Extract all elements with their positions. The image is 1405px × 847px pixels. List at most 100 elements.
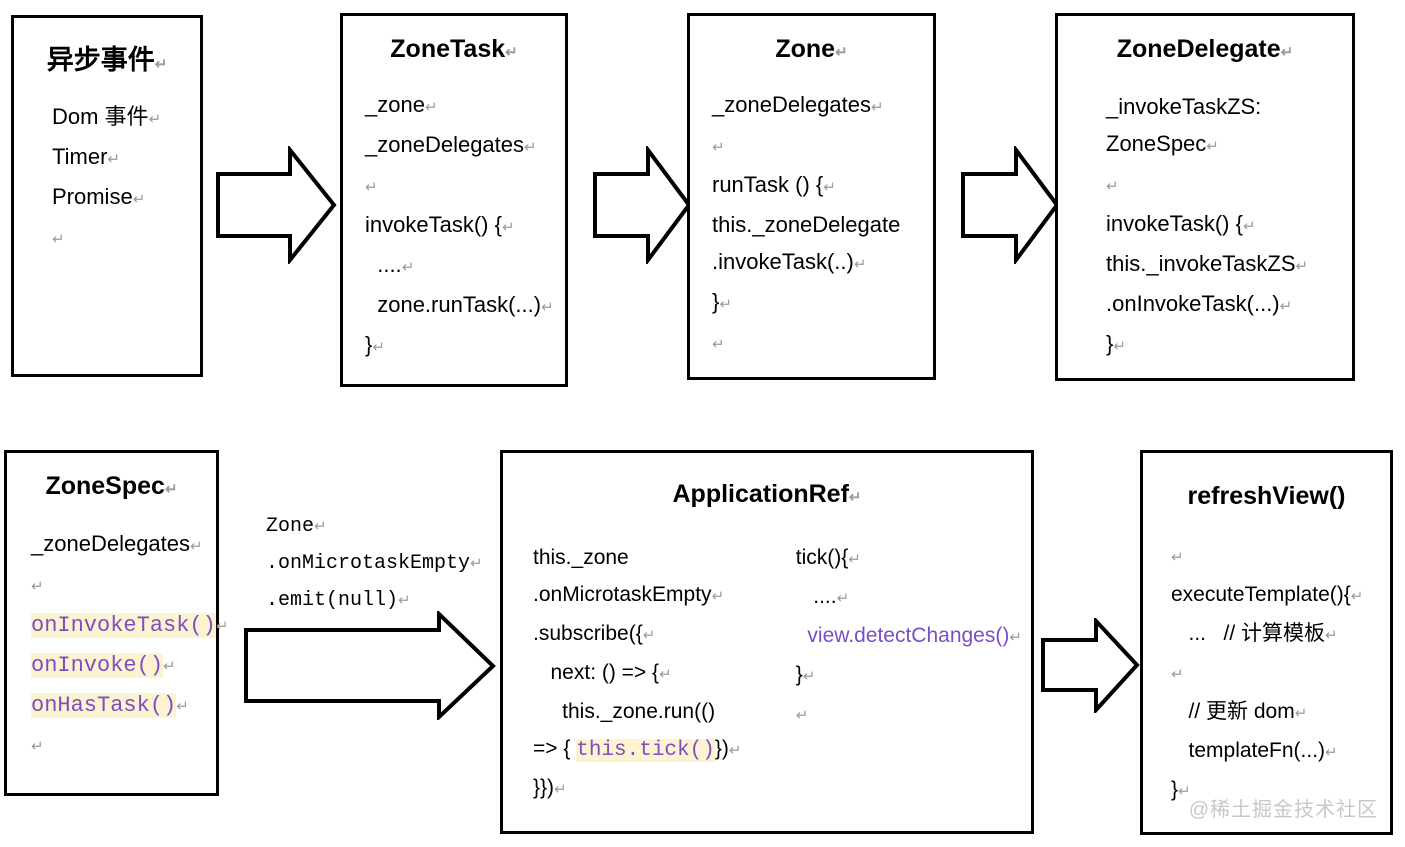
node-line: ... // 计算模板↵	[1171, 622, 1338, 645]
pilcrow-icon: ↵	[1294, 705, 1308, 722]
node-line: ....↵	[365, 252, 415, 277]
node-zone-spec[interactable]: ZoneSpec↵ _zoneDelegates↵ ↵ onInvokeTask…	[4, 450, 229, 796]
connector-label-line: Zone↵	[266, 515, 327, 538]
node-title-zone-delegate: ZoneDelegate↵	[1116, 35, 1294, 63]
pilcrow-icon: ↵	[1171, 549, 1184, 566]
node-line: ↵	[31, 725, 216, 765]
pilcrow-icon: ↵	[1206, 138, 1219, 155]
pilcrow-icon: ↵	[1009, 629, 1022, 646]
node-line: ↵	[712, 323, 933, 363]
node-line: .invokeTask(..)↵	[712, 249, 867, 274]
connector-label-line: .emit(null)↵	[266, 589, 411, 612]
node-line: this._zone.run(()	[533, 700, 716, 723]
node-line: }↵	[365, 332, 385, 357]
node-line: runTask () {↵	[712, 172, 836, 197]
node-title-zone: Zone↵	[775, 35, 848, 63]
application-ref-left-column: this._zone .onMicrotaskEmpty↵ .subscribe…	[503, 539, 780, 808]
node-line: ↵	[1171, 654, 1390, 693]
node-application-ref[interactable]: ApplicationRef↵ this._zone .onMicrotaskE…	[500, 450, 1034, 834]
node-zone-delegate[interactable]: ZoneDelegate↵ _invokeTaskZS: ZoneSpec↵ ↵…	[1055, 13, 1355, 381]
node-line-highlighted: => { this.tick()})↵	[533, 737, 742, 762]
node-line: invokeTask() {↵	[365, 212, 515, 237]
node-zone[interactable]: Zone↵ _zoneDelegates↵ ↵ runTask () {↵ th…	[687, 13, 936, 380]
pilcrow-icon: ↵	[215, 618, 229, 635]
pilcrow-icon: ↵	[795, 707, 809, 724]
pilcrow-icon: ↵	[132, 191, 146, 209]
node-line: this._zone	[533, 546, 629, 569]
pilcrow-icon: ↵	[823, 179, 836, 196]
pilcrow-icon: ↵	[470, 555, 483, 572]
connector-label-zone-microtask-empty: Zone↵ .onMicrotaskEmpty↵ .emit(null)↵	[266, 508, 486, 619]
pilcrow-icon: ↵	[163, 658, 176, 675]
pilcrow-icon: ↵	[31, 738, 44, 755]
arrow-async-to-zonetask	[215, 146, 337, 264]
node-title-zone-task: ZoneTask↵	[390, 35, 518, 63]
pilcrow-icon: ↵	[728, 742, 742, 759]
pilcrow-icon: ↵	[31, 578, 44, 595]
node-line: zone.runTask(...)↵	[365, 292, 554, 317]
node-line: _zoneDelegates↵	[365, 132, 537, 157]
node-line-highlighted: onInvokeTask()↵	[31, 613, 229, 638]
arrow-zonespec-to-appref	[243, 611, 496, 720]
pilcrow-icon: ↵	[372, 339, 385, 356]
node-line: .subscribe({↵	[533, 622, 656, 645]
node-line: _zone↵	[365, 92, 438, 117]
pilcrow-icon: ↵	[719, 296, 732, 313]
node-line: ↵	[365, 166, 565, 206]
pilcrow-icon: ↵	[365, 179, 378, 196]
pilcrow-icon: ↵	[848, 489, 862, 506]
node-title-zone-spec: ZoneSpec↵	[45, 472, 178, 500]
node-line: ↵	[31, 565, 216, 605]
node-refresh-view[interactable]: refreshView() ↵ executeTemplate(){↵ ... …	[1140, 450, 1393, 835]
pilcrow-icon: ↵	[501, 219, 515, 236]
pilcrow-icon: ↵	[398, 592, 411, 609]
pilcrow-icon: ↵	[1295, 258, 1309, 275]
node-line: ↵	[712, 126, 933, 166]
node-line: }↵	[712, 289, 732, 314]
pilcrow-icon: ↵	[1325, 627, 1338, 644]
node-line: ↵	[52, 218, 200, 258]
pilcrow-icon: ↵	[848, 551, 861, 568]
node-line: Promise↵	[52, 184, 146, 210]
pilcrow-icon: ↵	[401, 259, 415, 276]
pilcrow-icon: ↵	[52, 231, 65, 249]
node-line-purple: view.detectChanges()↵	[795, 624, 1022, 647]
node-async-event[interactable]: 异步事件↵ Dom 事件↵ Timer↵ Promise↵ ↵	[11, 15, 203, 377]
node-line: }↵	[1106, 331, 1126, 356]
node-line: }})↵	[533, 776, 567, 799]
node-title-refresh-view: refreshView()	[1187, 482, 1346, 510]
node-line: _invokeTaskZS:	[1106, 94, 1262, 119]
node-line: this._invokeTaskZS↵	[1106, 251, 1309, 276]
pilcrow-icon: ↵	[190, 538, 203, 555]
node-line: ↵	[1106, 165, 1352, 205]
pilcrow-icon: ↵	[711, 588, 725, 605]
watermark: @稀土掘金技术社区	[1188, 799, 1378, 821]
node-line: executeTemplate(){↵	[1171, 583, 1364, 606]
node-line: invokeTask() {↵	[1106, 211, 1256, 236]
pilcrow-icon: ↵	[1242, 218, 1256, 235]
node-line: }↵	[1171, 778, 1191, 801]
pilcrow-icon: ↵	[314, 518, 327, 535]
pilcrow-icon: ↵	[1171, 666, 1184, 683]
pilcrow-icon: ↵	[554, 781, 567, 798]
pilcrow-icon: ↵	[1280, 44, 1294, 61]
node-line: .onInvokeTask(...)↵	[1106, 291, 1293, 316]
node-zone-task[interactable]: ZoneTask↵ _zone↵ _zoneDelegates↵ ↵ invok…	[340, 13, 568, 387]
pilcrow-icon: ↵	[524, 139, 537, 156]
application-ref-right-column: tick(){↵ ....↵ view.detectChanges()↵ }↵ …	[780, 539, 1031, 808]
pilcrow-icon: ↵	[541, 299, 554, 316]
pilcrow-icon: ↵	[1279, 298, 1293, 315]
node-line-highlighted: onInvoke()↵	[31, 653, 176, 678]
node-line: ↵	[796, 695, 1031, 734]
node-line: Dom 事件↵	[52, 104, 162, 130]
pilcrow-icon: ↵	[505, 44, 518, 61]
node-line: ....↵	[795, 585, 850, 608]
pilcrow-icon: ↵	[107, 151, 120, 169]
pilcrow-icon: ↵	[871, 99, 884, 116]
node-line: tick(){↵	[795, 546, 861, 569]
node-line: ↵	[1171, 537, 1390, 576]
pilcrow-icon: ↵	[1325, 744, 1338, 761]
node-line: .onMicrotaskEmpty↵	[533, 583, 725, 606]
pilcrow-icon: ↵	[1178, 783, 1191, 800]
